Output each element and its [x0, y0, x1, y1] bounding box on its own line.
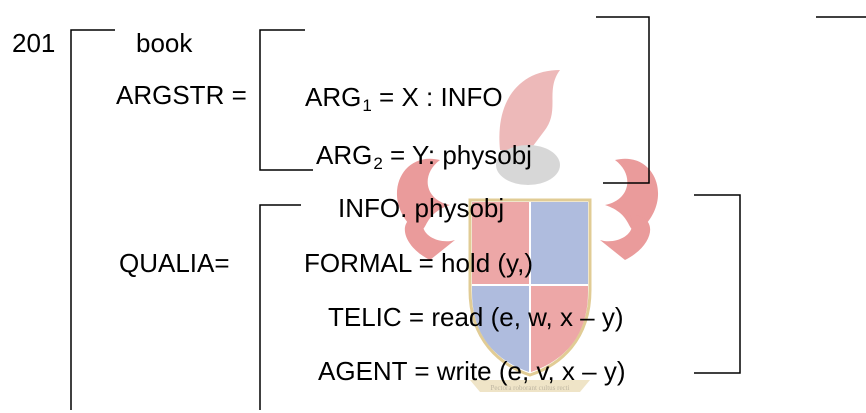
- telic-value: read (e, w, x – y): [431, 302, 624, 332]
- qualia-label: QUALIA=: [119, 248, 230, 278]
- arg1-eq: = X :: [371, 82, 441, 112]
- qualia-agent: AGENT = write (e, v, x – y): [318, 356, 626, 386]
- formal-value: hold (y,): [441, 248, 534, 278]
- qualia-formal: FORMAL = hold (y,): [304, 248, 533, 278]
- arg2-index: 2: [373, 154, 383, 173]
- argstr-label: ARGSTR =: [116, 80, 247, 110]
- formal-role: FORMAL =: [304, 248, 442, 278]
- argstr-arg2: ARG2 = Y: physobj: [316, 140, 532, 174]
- agent-role: AGENT =: [318, 356, 437, 386]
- example-number: 201: [12, 28, 56, 58]
- head-word: book: [136, 28, 193, 58]
- arg2-name: ARG: [316, 140, 373, 170]
- crest-motto: Pectora roborant cultus recti: [490, 384, 569, 392]
- arg1-index: 1: [362, 96, 372, 115]
- arg2-type: physobj: [442, 140, 532, 170]
- agent-value: write (e, v, x – y): [436, 356, 626, 386]
- arg1-type: INFO: [440, 82, 503, 112]
- arg1-name: ARG: [305, 82, 362, 112]
- qualia-telic: TELIC = read (e, w, x – y): [328, 302, 624, 332]
- telic-role: TELIC =: [328, 302, 432, 332]
- qualia-lcp: INFO. physobj: [338, 193, 505, 223]
- argstr-arg1: ARG1 = X : INFO: [305, 82, 503, 116]
- arg2-eq: = Y:: [382, 140, 443, 170]
